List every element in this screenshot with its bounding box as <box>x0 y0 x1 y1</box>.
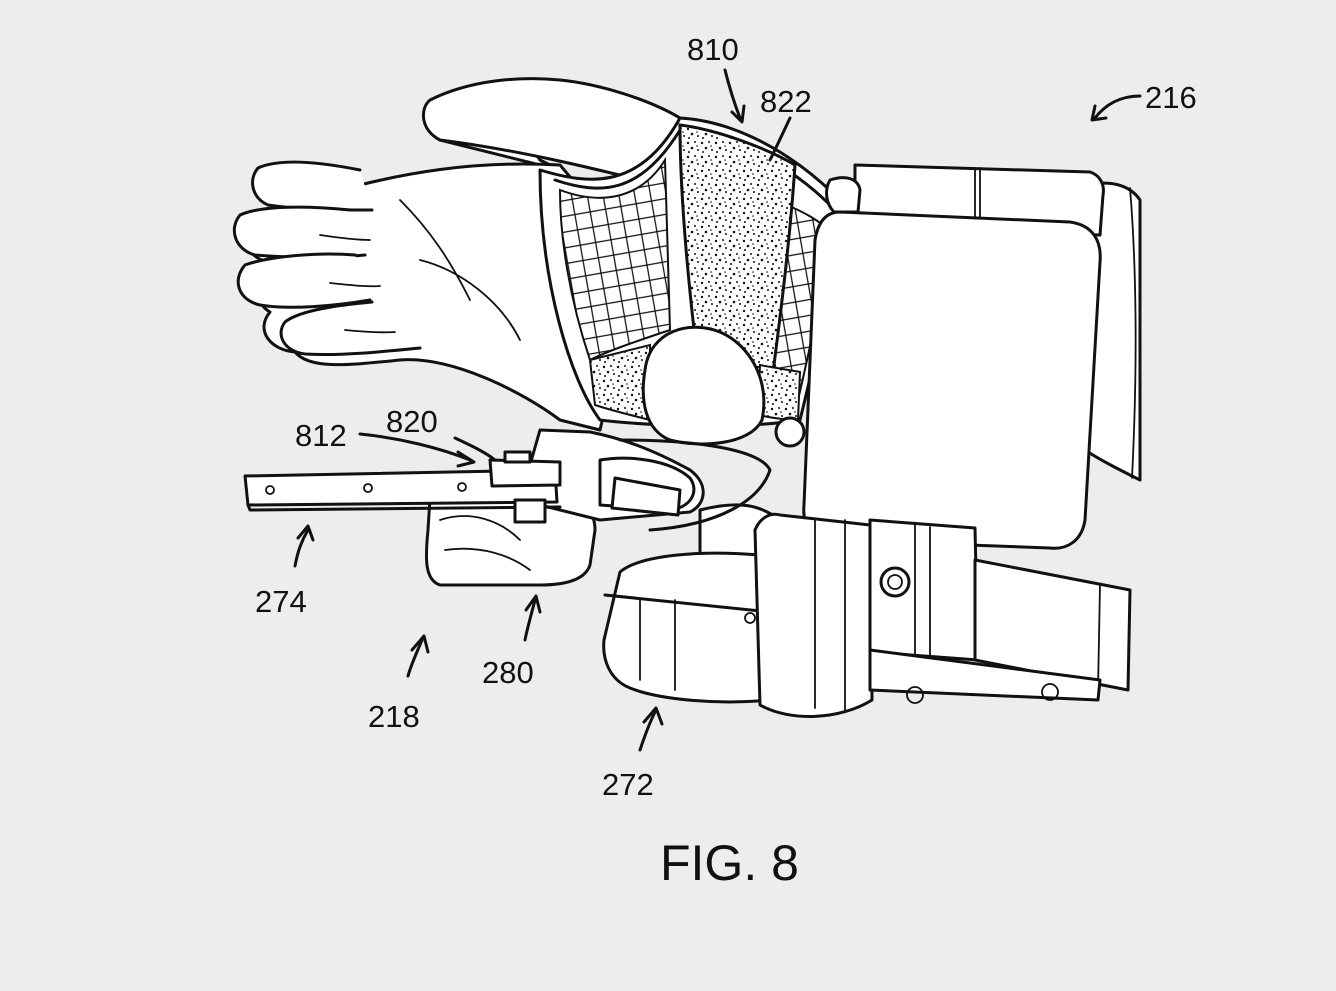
label-218: 218 <box>368 699 420 734</box>
wrist-cuff <box>538 116 842 448</box>
label-216: 216 <box>1145 80 1197 115</box>
leader-arrows <box>293 68 1142 752</box>
label-272: 272 <box>602 767 654 802</box>
label-820: 820 <box>386 404 438 439</box>
label-812: 812 <box>295 418 347 453</box>
actuator-housing <box>802 163 1105 550</box>
label-810: 810 <box>687 32 739 67</box>
figure-caption: FIG. 8 <box>660 835 799 891</box>
reference-labels: 810 822 216 812 820 274 280 218 272 <box>255 32 1197 802</box>
label-274: 274 <box>255 584 307 619</box>
label-822: 822 <box>760 84 812 119</box>
support-bracket <box>602 503 1132 718</box>
label-280: 280 <box>482 655 534 690</box>
finger-lever <box>243 428 772 587</box>
